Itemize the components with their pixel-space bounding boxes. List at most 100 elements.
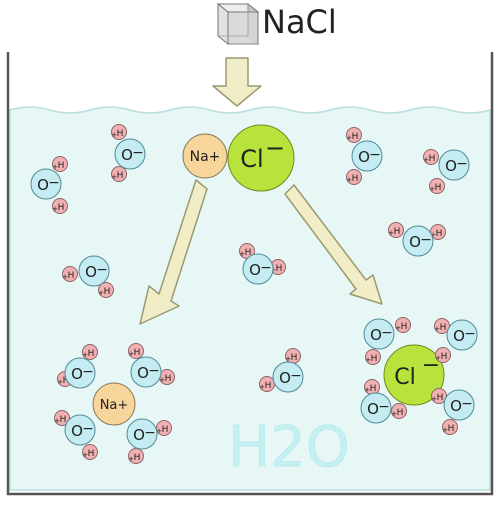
water-molecule: H+H+O− [30, 156, 68, 214]
oxygen-charge: − [260, 260, 272, 276]
svg-text:Cl: Cl [240, 145, 263, 173]
hydrogen-atom [62, 266, 78, 282]
hydrogen-atom [429, 178, 445, 194]
hydrogen-charge: + [435, 354, 441, 362]
oxygen-charge: − [378, 399, 390, 415]
svg-text:Na+: Na+ [190, 149, 221, 165]
hydrogen-atom [442, 419, 458, 435]
water-molecule: H+H+O− [434, 318, 478, 363]
hydrogen-atom [423, 149, 439, 165]
water-molecule: H+H+O− [431, 388, 475, 435]
hydrogen-atom [395, 317, 411, 333]
oxygen-atom [438, 149, 470, 181]
hydrogen-charge: + [365, 356, 371, 364]
oxygen-label: O [249, 261, 261, 279]
hydrogen-label: H [352, 174, 359, 184]
hydrogen-atom [111, 124, 127, 140]
water-molecule: H+H+O− [239, 243, 286, 285]
hydrogen-label: H [165, 374, 172, 384]
oxygen-label: O [121, 146, 133, 164]
oxygen-atom [30, 168, 62, 200]
oxygen-charge: − [82, 421, 94, 437]
hydrogen-label: H [104, 287, 111, 297]
hydrogen-atom [346, 127, 362, 143]
hydrogen-label: H [276, 264, 283, 274]
hydrogen-charge: + [62, 273, 68, 281]
water-molecule: H+H+O− [363, 317, 411, 365]
hydrogen-label: H [245, 248, 252, 258]
hydrogen-atom [435, 347, 451, 363]
hydrogen-label: H [134, 348, 141, 358]
hydrogen-label: H [435, 183, 442, 193]
arrow-to-chloride [284, 184, 383, 305]
oxygen-charge: − [456, 156, 468, 172]
hydrogen-charge: + [156, 427, 162, 435]
water-formula-label: H2O [228, 415, 350, 480]
water-molecule: H+H+O− [259, 348, 304, 393]
oxygen-charge: − [290, 368, 302, 384]
oxygen-charge: − [82, 364, 94, 380]
water-molecule: H+H+O− [360, 379, 407, 424]
water-molecule: H+H+O− [57, 344, 98, 389]
hydrogen-label: H [437, 393, 444, 403]
hydrogen-label: H [134, 453, 141, 463]
oxygen-charge: − [132, 145, 144, 161]
hydrogen-label: H [291, 353, 298, 363]
oxygen-atom [126, 418, 158, 450]
oxygen-charge: − [381, 325, 393, 341]
oxygen-atom [446, 319, 478, 351]
water-molecule: H+H+O− [423, 149, 470, 194]
hydrogen-label: H [58, 161, 65, 171]
oxygen-atom [402, 225, 434, 257]
hydrogen-charge: + [423, 156, 429, 164]
hydrogen-atom [98, 282, 114, 298]
hydrogen-atom [388, 222, 404, 238]
hydrogen-charge: + [431, 395, 437, 403]
oxygen-atom [114, 138, 146, 170]
hydrogen-charge: + [52, 205, 58, 213]
hydrogen-label: H [88, 349, 95, 359]
oxygen-label: O [37, 176, 49, 194]
oxygen-label: O [367, 400, 379, 418]
hydrogen-label: H [440, 323, 447, 333]
hydrogen-label: H [265, 381, 272, 391]
hydrogen-label: H [371, 354, 378, 364]
drop-arrow [212, 57, 262, 107]
salt-formula-label: NaCl [262, 3, 337, 41]
hydrogen-label: H [352, 132, 359, 142]
hydrogen-charge: + [442, 426, 448, 434]
salt-cube-icon [216, 2, 260, 46]
hydrogen-atom [82, 444, 98, 460]
hydrogen-charge: + [98, 289, 104, 297]
hydrogen-charge: + [346, 134, 352, 142]
svg-text:Na+: Na+ [100, 398, 129, 413]
hydrogen-atom [128, 343, 144, 359]
water-molecule: H+H+O− [126, 418, 172, 464]
svg-text:Cl: Cl [394, 365, 415, 390]
svg-text:−: − [265, 134, 285, 162]
oxygen-charge: − [420, 232, 432, 248]
oxygen-label: O [445, 157, 457, 175]
hydrogen-label: H [401, 322, 408, 332]
hydrogen-atom [111, 166, 127, 182]
hydrogen-charge: + [239, 250, 245, 258]
water-molecule: H+H+O− [388, 222, 446, 257]
hydrogen-label: H [436, 229, 443, 239]
hydrogen-charge: + [111, 173, 117, 181]
oxygen-label: O [71, 365, 83, 383]
hydrogen-charge: + [430, 231, 436, 239]
hydrogen-charge: + [128, 350, 134, 358]
oxygen-charge: − [148, 363, 160, 379]
chloride-ion: Cl − [227, 124, 295, 192]
arrow-to-sodium [139, 179, 208, 325]
water-molecule: H+H+O− [346, 127, 383, 185]
hydrogen-charge: + [434, 325, 440, 333]
hydrogen-charge: + [285, 355, 291, 363]
hydrogen-label: H [448, 424, 455, 434]
oxygen-label: O [370, 326, 382, 344]
hydrogen-atom [391, 403, 407, 419]
hydrogen-atom [156, 420, 172, 436]
hydrogen-charge: + [395, 324, 401, 332]
oxygen-atom [78, 255, 110, 287]
oxygen-charge: − [369, 147, 381, 163]
